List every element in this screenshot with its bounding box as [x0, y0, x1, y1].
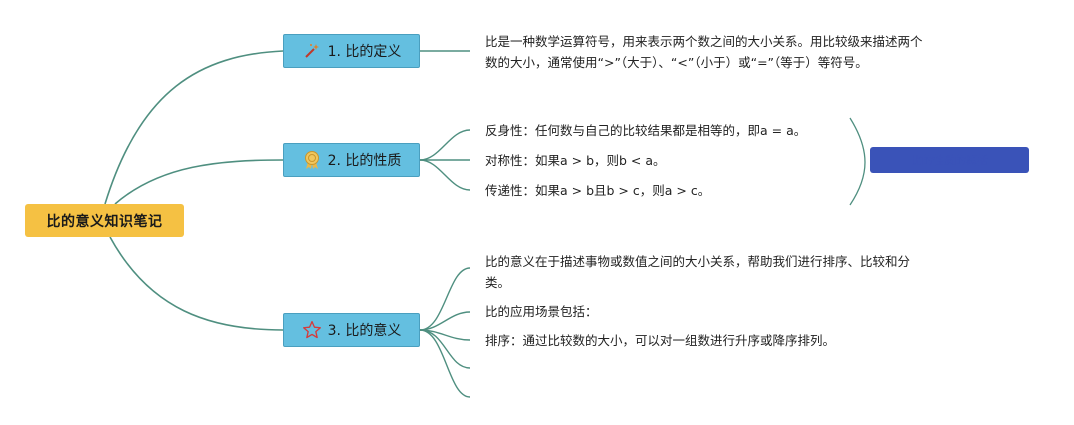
- topic-definition-label: 1. 比的定义: [327, 44, 402, 60]
- topic-properties-label: 2. 比的性质: [327, 153, 402, 169]
- link-root-topic3: [109, 236, 284, 331]
- summary-node[interactable]: 比的性质的概括: [870, 147, 1029, 173]
- definition-note: 比是一种数学运算符号，用来表示两个数之间的大小关系。用比较级来描述两个 数的大小…: [485, 31, 923, 73]
- medal-icon: [302, 150, 322, 170]
- magic-wand-icon: [302, 41, 322, 61]
- meaning-note: 比的意义在于描述事物或数值之间的大小关系，帮助我们进行排序、比较和分 类。: [485, 251, 910, 293]
- topic-definition[interactable]: 1. 比的定义: [283, 34, 420, 68]
- link-topic3-b2: [419, 311, 471, 331]
- link-topic3-b1: [419, 267, 471, 331]
- summary-brace: [849, 117, 866, 206]
- property-transitive: 传递性：如果a > b且b > c，则a > c。: [485, 183, 711, 198]
- definition-line: 数的大小，通常使用“>”（大于）、“<”（小于）或“=”（等于）等符号。: [485, 55, 868, 70]
- link-root-topic2: [114, 159, 284, 205]
- link-root-topic1: [104, 50, 284, 205]
- topic-meaning[interactable]: 3. 比的意义: [283, 313, 420, 347]
- topic-properties[interactable]: 2. 比的性质: [283, 143, 420, 177]
- root-node[interactable]: 比的意义知识笔记: [25, 204, 184, 237]
- link-topic3-b5: [419, 329, 471, 398]
- star-icon: [302, 320, 322, 340]
- property-reflexive: 反身性：任何数与自己的比较结果都是相等的，即a = a。: [485, 123, 807, 138]
- property-symmetric: 对称性：如果a > b，则b < a。: [485, 153, 666, 168]
- link-topic2-note1: [419, 129, 471, 161]
- meaning-line: 比的意义在于描述事物或数值之间的大小关系，帮助我们进行排序、比较和分: [485, 254, 911, 269]
- meaning-line: 类。: [485, 275, 511, 290]
- link-topic3-b4: [419, 329, 471, 369]
- meaning-scenarios: 比的应用场景包括：: [485, 304, 598, 319]
- topic-meaning-label: 3. 比的意义: [327, 323, 402, 339]
- definition-line: 比是一种数学运算符号，用来表示两个数之间的大小关系。用比较级来描述两个: [485, 34, 923, 49]
- meaning-sorting: 排序：通过比较数的大小，可以对一组数进行升序或降序排列。: [485, 333, 836, 348]
- link-topic2-note3: [419, 159, 471, 191]
- summary-label: 比的性质的概括: [911, 154, 988, 167]
- root-label: 比的意义知识笔记: [46, 213, 163, 230]
